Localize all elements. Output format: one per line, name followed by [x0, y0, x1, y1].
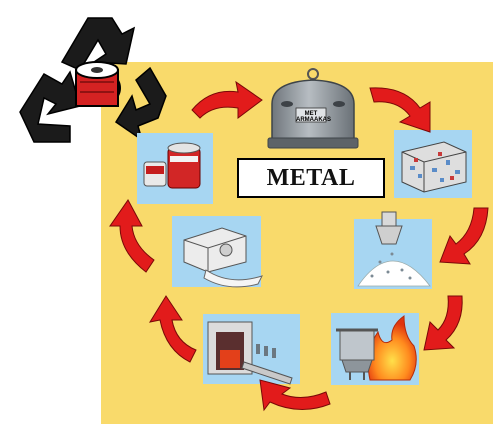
arrow-shredder-to-furnace: [424, 296, 462, 350]
title-box: METAL: [237, 158, 385, 198]
tile-furnace-fire: [331, 313, 419, 385]
arrow-logo-to-bin: [192, 82, 262, 118]
sorting-bin-icon: [268, 69, 358, 148]
arrow-furnace-to-molten: [260, 380, 330, 410]
recycling-symbol-icon: [20, 18, 166, 142]
crushed-cans-bale-icon: [402, 142, 466, 192]
tile-molten-metal: [203, 314, 300, 384]
tile-crushed-cans: [394, 130, 472, 198]
arrow-molten-to-sheet: [150, 296, 196, 362]
arrow-sheet-to-cans: [110, 200, 154, 272]
spool-icon: [76, 62, 120, 106]
bin-label: MET ARMAAKAS: [296, 111, 326, 123]
tile-sheet-rolling: [172, 216, 262, 287]
diagram-title: METAL: [267, 165, 356, 192]
arrow-bin-to-crushed: [370, 88, 430, 132]
tile-shredder: [354, 212, 432, 289]
tile-new-cans: [137, 133, 213, 204]
bin-label-sub: ARMAAKAS: [296, 117, 326, 123]
arrow-crushed-to-shredder: [440, 208, 488, 264]
